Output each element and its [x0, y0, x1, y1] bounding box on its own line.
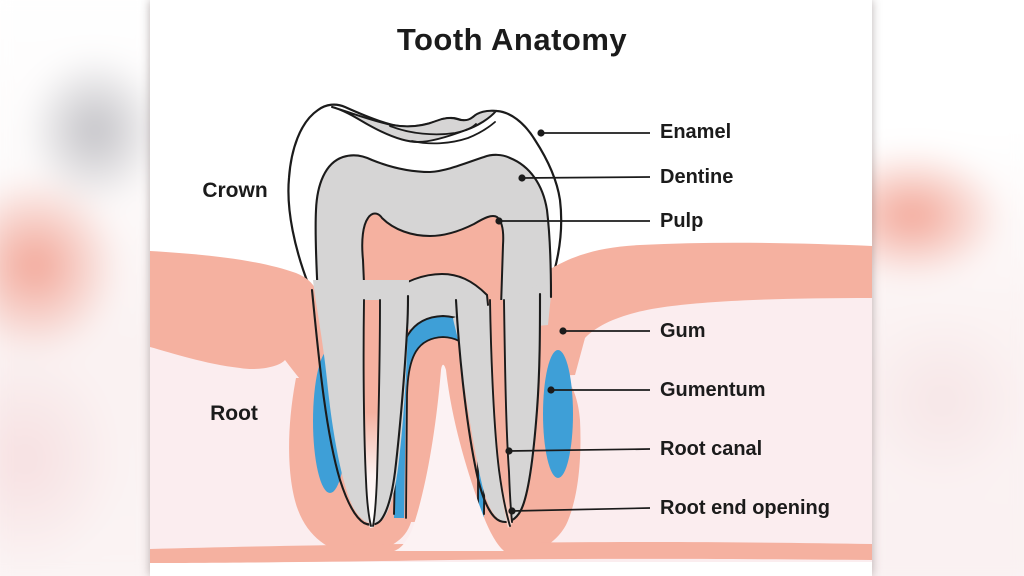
pulp-outline [361, 212, 505, 308]
fissure-line [389, 123, 477, 136]
root-canal-right [489, 300, 512, 528]
label-dentine: Dentine [660, 166, 734, 188]
page-title: Tooth Anatomy [396, 22, 628, 57]
blurred-background-right [872, 0, 1024, 576]
root-left [313, 280, 409, 524]
dentine-outline [314, 153, 553, 300]
root-canal-left-wall [372, 299, 381, 527]
bone-column [394, 364, 504, 551]
fissure-line [411, 121, 496, 145]
crown-region-label: Crown [202, 179, 268, 202]
leader-lines [499, 132, 651, 512]
root-region-label: Root [210, 402, 258, 425]
label-pulp: Pulp [660, 210, 704, 232]
label-gumentum: Gumentum [660, 379, 766, 401]
leader-dots [495, 129, 567, 515]
root-canal-right-wall [489, 299, 511, 527]
root-left-outline [310, 288, 410, 526]
root-canal-left-wall [362, 299, 372, 527]
cementum-right [543, 350, 573, 478]
label-root-end-opening: Root end opening [660, 497, 830, 519]
root-canal-left [363, 300, 380, 528]
label-root-canal: Root canal [660, 438, 763, 460]
label-enamel: Enamel [660, 121, 732, 143]
label-gum: Gum [660, 320, 706, 342]
blurred-background-left [0, 0, 150, 576]
gum-bottom-strip [150, 542, 872, 563]
